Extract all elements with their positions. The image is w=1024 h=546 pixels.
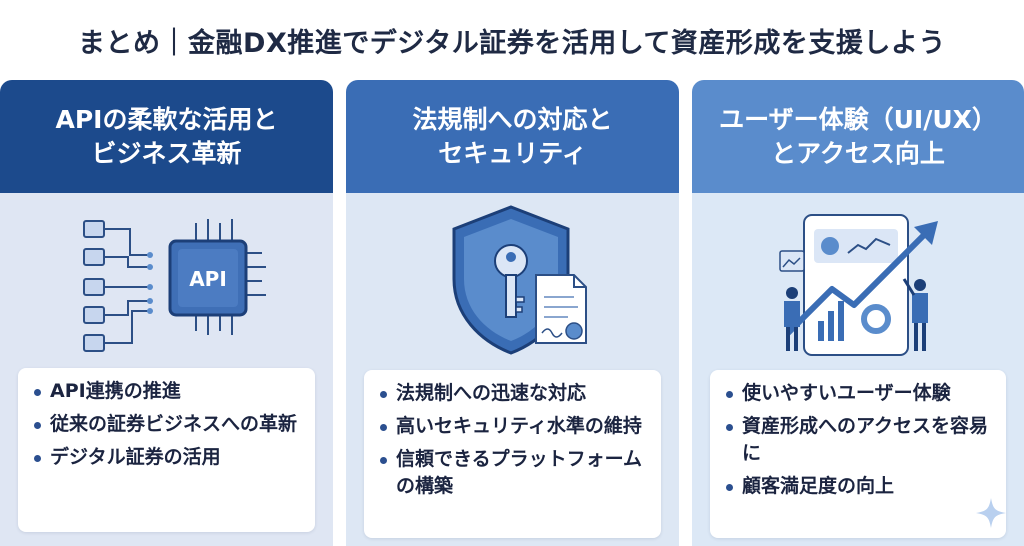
bullet-item: 高いセキュリティ水準の維持 xyxy=(378,413,649,440)
column-security: 法規制への対応と セキュリティ 法規制への迅速な対応 高いセキュリティ水準の維持… xyxy=(346,80,679,546)
bullet-item: デジタル証券の活用 xyxy=(32,444,303,471)
bullet-item: 資産形成へのアクセスを容易に xyxy=(724,413,994,467)
column-heading: APIの柔軟な活用と ビジネス革新 xyxy=(0,80,333,193)
security-shield-key-icon xyxy=(452,205,587,355)
column-ux: ユーザー体験（UI/UX） とアクセス向上 使いやすいユーザー体験 資産形成への… xyxy=(692,80,1024,546)
bullet-item: 信頼できるプラットフォームの構築 xyxy=(378,446,649,500)
sparkle-icon xyxy=(976,498,1006,528)
bullet-card: API連携の推進 従来の証券ビジネスへの革新 デジタル証券の活用 xyxy=(18,368,315,532)
bullet-card: 使いやすいユーザー体験 資産形成へのアクセスを容易に 顧客満足度の向上 xyxy=(710,370,1006,538)
bullet-item: 顧客満足度の向上 xyxy=(724,473,994,500)
api-chip-label: API xyxy=(189,267,227,291)
api-chip-icon: API xyxy=(83,219,266,352)
bullet-item: API連携の推進 xyxy=(32,378,303,405)
bullet-item: 使いやすいユーザー体験 xyxy=(724,380,994,407)
page-title: まとめ｜金融DX推進でデジタル証券を活用して資産形成を支援しよう xyxy=(78,27,946,59)
bullet-item: 法規制への迅速な対応 xyxy=(378,380,649,407)
column-heading: ユーザー体験（UI/UX） とアクセス向上 xyxy=(692,80,1024,193)
bullet-card: 法規制への迅速な対応 高いセキュリティ水準の維持 信頼できるプラットフォームの構… xyxy=(364,370,661,538)
column-api: APIの柔軟な活用と ビジネス革新 xyxy=(0,80,333,546)
column-heading: 法規制への対応と セキュリティ xyxy=(346,80,679,193)
growth-chart-people-icon xyxy=(779,214,938,356)
bullet-item: 従来の証券ビジネスへの革新 xyxy=(32,411,303,438)
